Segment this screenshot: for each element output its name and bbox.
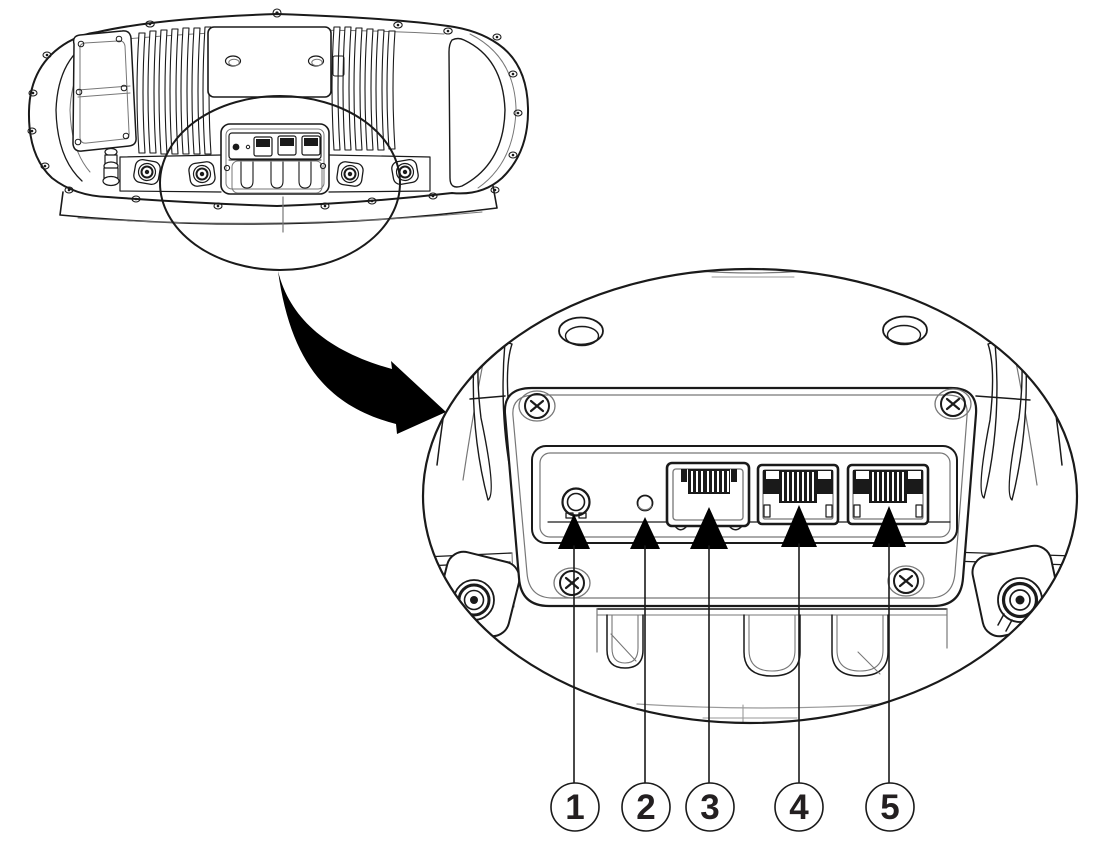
callout-circle-5 [865,782,915,832]
panel-screw [934,388,972,420]
mounting-ledge [119,154,431,193]
reset-button-small [245,144,251,150]
callout-number-2: 2 [636,788,655,827]
callout-3: 3 [685,545,735,832]
panel-screw [553,567,591,599]
pointer-arrow-1 [558,514,590,549]
panel-screw [887,565,925,597]
mounting-plate [207,26,345,98]
n-connector-right [971,544,1063,638]
device-rear-overview [27,8,530,233]
reset-button [636,494,654,512]
cable-channel [743,614,801,677]
cooling-fins-right [331,26,396,151]
rj45-port-a [665,461,751,531]
pointer-arrow-3 [690,507,728,549]
callout-circle-4 [774,782,824,832]
cable-channel [606,614,644,669]
callout-2: 2 [621,545,671,832]
access-panel [503,386,978,608]
panel-screw [518,390,556,422]
power-connector-small [232,143,240,151]
callout-number-3: 3 [700,788,719,827]
callout-number-1: 1 [565,788,584,827]
antenna-connector [188,161,216,187]
base-skirt [59,185,498,233]
bottom-edge-lines [636,703,889,723]
mounting-bracket [72,30,137,152]
rj45-ports-small [253,135,321,157]
connector-detail-view [421,267,1079,725]
pointer-arrows [558,505,906,549]
perimeter-screws [27,8,523,210]
highlight-ellipse [159,95,401,271]
panel-screws [518,388,972,599]
callout-circle-3 [685,782,735,832]
pointer-arrow-4 [781,505,817,547]
power-connector [561,487,591,519]
side-fins-right [980,291,1063,501]
io-panel-small [220,123,330,195]
cable-channel-tray [596,608,948,677]
pointer-arrow-5 [872,506,906,547]
callout-circle-1 [550,782,600,832]
n-connector-left [435,550,521,638]
rj45-port-c [846,463,930,526]
mounting-hole-right [882,315,928,346]
antenna-connector [133,158,161,186]
callout-4: 4 [774,543,824,832]
detail-ellipse-outline [421,267,1079,725]
callout-5: 5 [865,543,915,832]
callout-1: 1 [550,545,600,832]
antenna-connector [336,161,364,187]
antenna-connector [391,158,419,186]
top-plate-edge-lines [697,270,807,278]
zoom-arrow [278,271,446,434]
side-ground-lug [102,147,120,187]
callout-circle-2 [621,782,671,832]
side-fins-left [436,287,520,501]
right-end-cap [448,33,517,189]
callout-number-4: 4 [789,788,809,827]
callout-number-5: 5 [880,788,899,827]
cable-channel [831,614,889,677]
surface-edge-right [975,395,1031,401]
callouts: 1 2 3 4 5 [550,543,915,832]
surface-edge-left [469,395,506,400]
pointer-arrow-2 [630,517,660,549]
mounting-hole-left [558,316,604,347]
